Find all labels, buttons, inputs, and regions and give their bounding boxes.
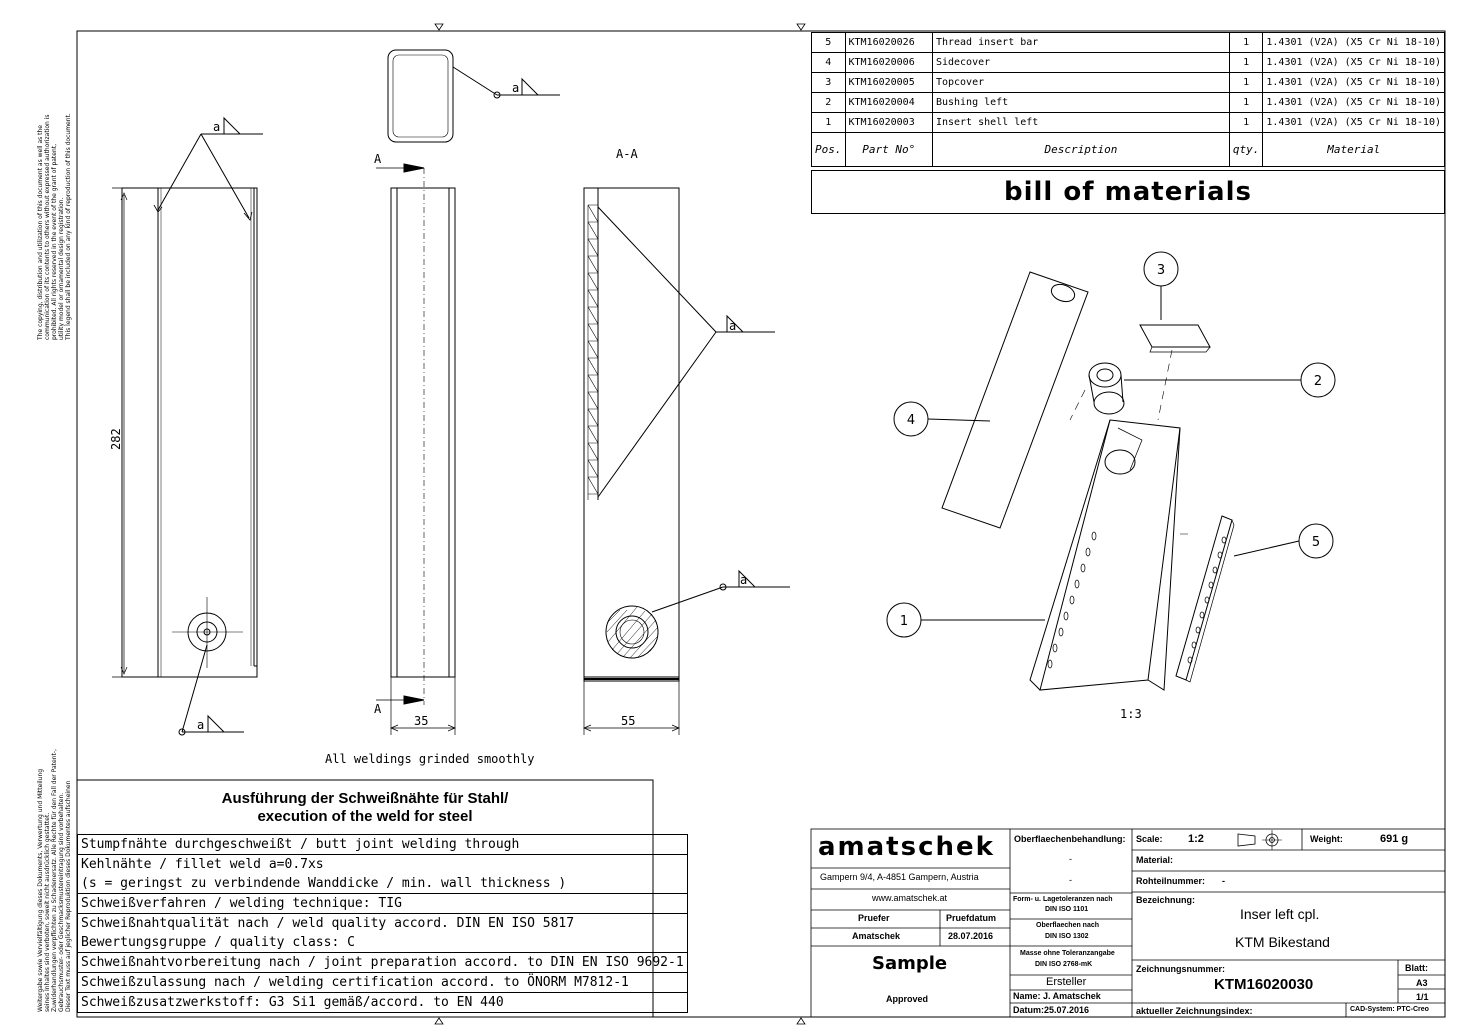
table-row: Schweißverfahren / welding technique: TI… (77, 893, 688, 914)
weld-symbol-3: a (729, 319, 736, 333)
sheet-label: Blatt: (1405, 963, 1428, 973)
checker-label: Pruefer (858, 913, 890, 923)
side-note-bottom: Weitergabe sowie Vervielfältigung dieses… (37, 749, 72, 1012)
weld-symbol-5: a (197, 718, 204, 732)
bom-title: bill of materials (811, 170, 1445, 214)
approved-label: Approved (886, 994, 929, 1004)
table-row: (s = geringst zu verbindende Wanddicke /… (77, 874, 688, 894)
callout-3: 3 (1157, 263, 1165, 278)
table-row: Schweißzusatzwerkstoff: G3 Si1 gemäß/acc… (77, 992, 688, 1013)
check-date: 28.07.2016 (948, 931, 994, 941)
company-address: Gampern 9/4, A-4851 Gampern, Austria (820, 872, 979, 882)
raw-part-value: - (1222, 876, 1225, 886)
section-view (583, 187, 790, 735)
format-value: A3 (1416, 978, 1428, 988)
weight-label: Weight: (1310, 834, 1343, 844)
drawing-number-label: Zeichnungsnummer: (1136, 964, 1226, 974)
creator-date: Datum:25.07.2016 (1013, 1005, 1090, 1015)
raw-part-label: Rohteilnummer: (1136, 876, 1206, 886)
index-label: aktueller Zeichnungsindex: (1136, 1006, 1253, 1016)
table-row: Kehlnähte / fillet weld a=0.7xs (77, 854, 688, 874)
drawing-frame (76, 30, 1446, 1018)
material-label: Material: (1136, 855, 1174, 865)
side-view (376, 163, 456, 735)
tolerance-label-1: Form- u. Lagetoleranzen nach (1013, 896, 1113, 903)
dim-width-side: 35 (414, 714, 428, 728)
weld-symbol-4: a (740, 573, 747, 587)
surface-value-2: - (1069, 875, 1072, 885)
designation-label: Bezeichnung: (1136, 895, 1196, 905)
tolerance-value-1: DIN ISO 1101 (1045, 906, 1089, 913)
weld-symbol-2: a (512, 81, 519, 95)
weld-spec-table: Stumpfnähte durchgeschweißt / butt joint… (77, 834, 688, 1013)
surface-value-1: - (1069, 854, 1072, 864)
scale-label: Scale: (1136, 834, 1163, 844)
weld-spec-title: Ausführung der Schweißnähte für Stahl/ e… (221, 790, 509, 825)
sheet-value: 1/1 (1416, 992, 1429, 1002)
checker-name: Amatschek (852, 931, 901, 941)
drawing-number: KTM16020030 (1214, 976, 1314, 993)
tolerance-label-2: Oberflaechen nach (1036, 922, 1100, 929)
designation-2: KTM Bikestand (1235, 934, 1330, 950)
top-cover-view (387, 49, 560, 143)
surface-label: Oberflaechenbehandlung: (1014, 834, 1126, 844)
table-row: Bewertungsgruppe / quality class: C (77, 933, 688, 953)
check-date-label: Pruefdatum (946, 913, 997, 923)
scale-value: 1:2 (1188, 833, 1204, 845)
callout-2: 2 (1314, 374, 1322, 389)
section-mark-top: A (374, 152, 382, 166)
designation-1: Inser left cpl. (1240, 906, 1320, 922)
weld-note: All weldings grinded smoothly (325, 752, 535, 766)
table-row: Stumpfnähte durchgeschweißt / butt joint… (77, 834, 688, 855)
creator-name: Name: J. Amatschek (1013, 991, 1101, 1001)
weight-value: 691 g (1380, 833, 1409, 845)
dim-width-section: 55 (621, 714, 635, 728)
sample-stamp: Sample (872, 953, 948, 974)
section-mark-bottom: A (374, 702, 382, 716)
tolerance-value-3: DIN ISO 2768-mK (1035, 961, 1093, 968)
tolerance-label-3: Masse ohne Toleranzangabe (1020, 950, 1115, 957)
creator-label: Ersteller (1046, 976, 1087, 988)
iso-scale: 1:3 (1120, 707, 1142, 721)
tolerance-value-2: DIN ISO 1302 (1045, 933, 1089, 940)
callout-5: 5 (1312, 535, 1320, 550)
company-website: www.amatschek.at (872, 893, 948, 903)
cad-system: CAD-System: PTC-Creo (1350, 1006, 1429, 1013)
table-row: Schweißzulassung nach / welding certific… (77, 972, 688, 993)
table-row: Schweißnahtqualität nach / weld quality … (77, 913, 688, 933)
side-note-top: The copying, distribution and utilizatio… (37, 113, 72, 340)
front-view (112, 116, 263, 736)
table-row: Schweißnahtvorbereitung nach / joint pre… (77, 952, 688, 973)
callout-1: 1 (900, 614, 908, 629)
weld-symbol-1: a (213, 120, 220, 134)
section-label: A-A (616, 147, 638, 161)
dim-height: 282 (109, 428, 123, 450)
isometric-view (886, 251, 1336, 691)
title-block-grid (810, 828, 1446, 1018)
company-logo: amatschek (818, 832, 995, 862)
callout-4: 4 (907, 413, 915, 428)
